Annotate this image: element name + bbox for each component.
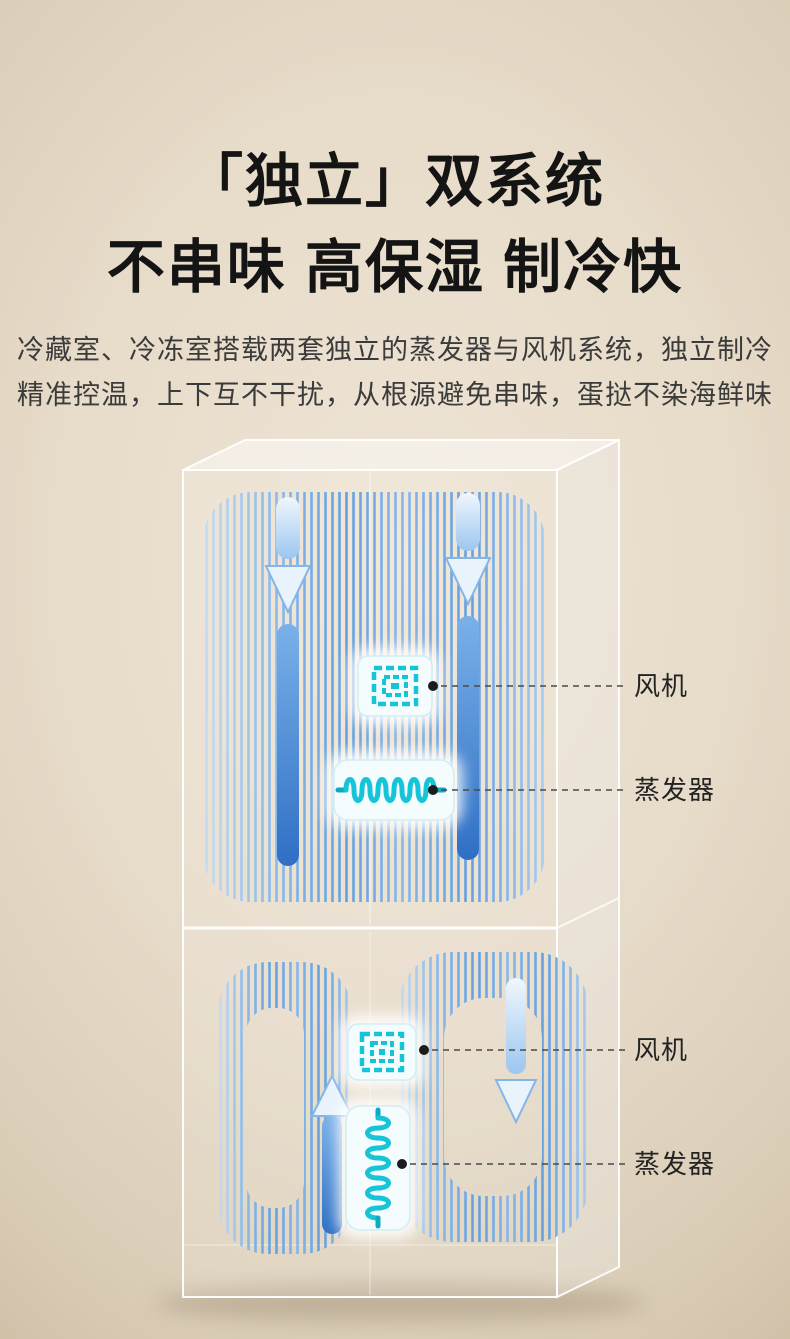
- callout-line-top-evaporator: [428, 785, 626, 795]
- fan-icon: [350, 648, 440, 724]
- page-subtitle: 不串味 高保湿 制冷快: [106, 235, 684, 300]
- description: 冷藏室、冷冻室搭载两套独立的蒸发器与风机系统，独立制冷 精准控温，上下互不干扰，…: [0, 328, 790, 418]
- callout-label-top-evaporator: 蒸发器: [634, 775, 716, 805]
- compartment-divider: [183, 897, 620, 930]
- down-arrow-icon: [444, 557, 492, 607]
- down-arrow-icon: [264, 565, 312, 615]
- flow-bar: [457, 616, 479, 860]
- callout-label-top-fan: 风机: [634, 671, 689, 701]
- callout-line-bottom-evaporator: [397, 1159, 626, 1169]
- flow-ribbon: [456, 493, 480, 551]
- flow-ribbon: [276, 497, 300, 559]
- flow-bar: [322, 1116, 342, 1234]
- callout-line-bottom-fan: [419, 1045, 626, 1055]
- description-line-1: 冷藏室、冷冻室搭载两套独立的蒸发器与风机系统，独立制冷: [17, 335, 773, 365]
- callout-label-bottom-evaporator: 蒸发器: [634, 1149, 716, 1179]
- fridge-shadow: [155, 1283, 645, 1323]
- bottom-compartment-airflow: [218, 952, 588, 1254]
- callout-label-bottom-fan: 风机: [634, 1035, 689, 1065]
- flow-bar: [277, 624, 299, 866]
- evaporator-icon: [326, 752, 462, 828]
- page-title: 「独立」双系统: [184, 149, 605, 214]
- callout-line-top-fan: [428, 681, 626, 691]
- evaporator-icon: [338, 1098, 418, 1238]
- description-line-2: 精准控温，上下互不干扰，从根源避免串味，蛋挞不染海鲜味: [17, 380, 773, 410]
- fan-icon: [340, 1016, 424, 1088]
- down-arrow-icon: [494, 1079, 538, 1125]
- flow-ribbon: [506, 978, 526, 1074]
